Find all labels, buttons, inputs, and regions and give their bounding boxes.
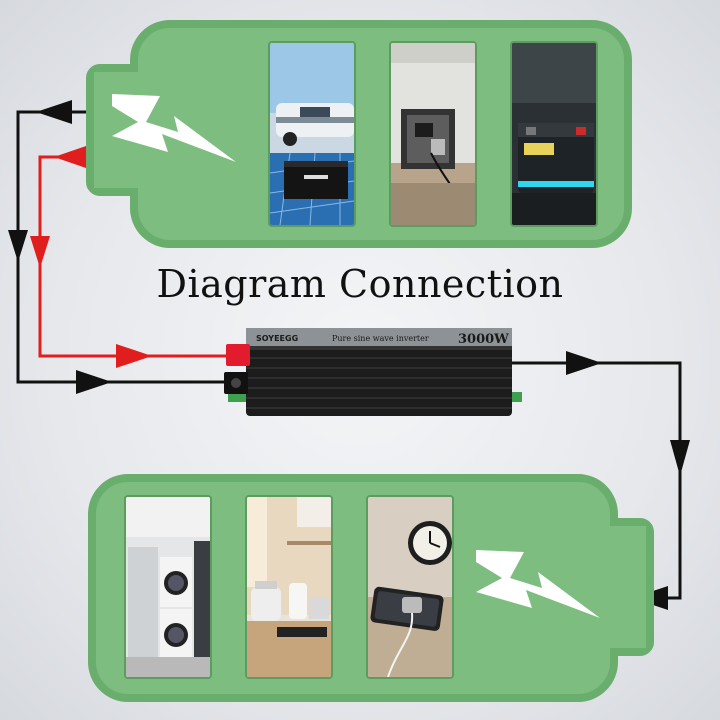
output-lightning-bolt-icon bbox=[476, 550, 600, 618]
inverter-wattage: 3000W bbox=[458, 332, 509, 347]
arrow-down-left bbox=[8, 230, 28, 262]
phone-charging-clock-photo bbox=[368, 497, 452, 677]
output-battery-cap-fill bbox=[590, 526, 646, 648]
rv-solar-battery-photo bbox=[270, 43, 354, 225]
arrow-left-top bbox=[36, 100, 72, 124]
car-battery-photo bbox=[512, 43, 596, 225]
inverter-brand: SOYEEGG bbox=[256, 334, 298, 343]
inverter-label: Pure sine wave inverter bbox=[332, 334, 429, 343]
arrow-down-output bbox=[670, 440, 690, 476]
arrow-right-red bbox=[116, 344, 152, 368]
diagram-title: Diagram Connection bbox=[156, 262, 564, 306]
washer-fridge-photo bbox=[126, 497, 210, 677]
power-inverter: SOYEEGG Pure sine wave inverter 3000W bbox=[222, 326, 522, 418]
arrow-left-red bbox=[54, 146, 86, 168]
rv-power-hookup-photo bbox=[391, 43, 475, 225]
arrow-right-negative bbox=[76, 370, 112, 394]
arrow-right-output bbox=[566, 351, 602, 375]
arrow-down-red bbox=[30, 236, 50, 268]
kitchen-appliances-photo bbox=[247, 497, 331, 677]
input-lightning-bolt-icon bbox=[112, 94, 236, 162]
